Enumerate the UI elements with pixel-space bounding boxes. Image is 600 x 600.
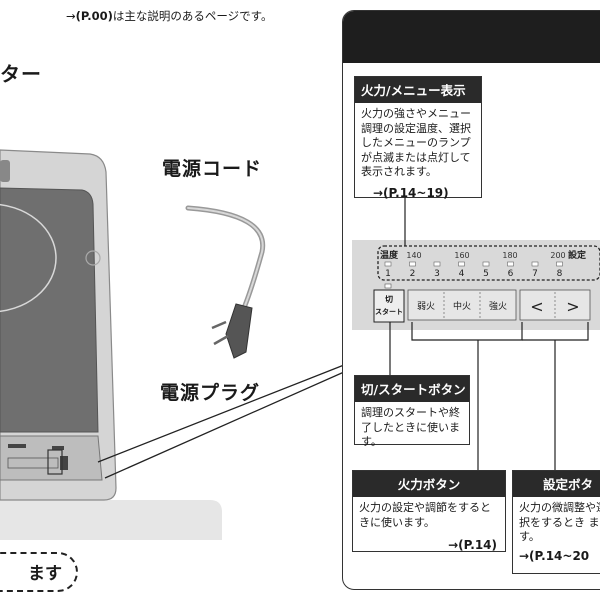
right-arrow-button: > <box>566 297 579 316</box>
level-lamp <box>531 261 539 267</box>
plug-prong-1 <box>211 320 227 330</box>
control-strip: 温度 設定 140 160 180 200 1 2 3 4 5 6 7 8 切 スタート 弱火 中火 強… <box>352 240 600 330</box>
plug-prong-2 <box>213 334 229 346</box>
strip-left-label: 温度 <box>380 249 399 261</box>
temp-label: 140 <box>406 251 421 260</box>
temperature-labels: 140 160 180 200 <box>406 251 565 260</box>
level-numbers: 1 2 3 4 5 6 7 8 <box>385 269 563 279</box>
note-pill: ます <box>0 552 78 592</box>
page-reference-note: →(P.00)は主な説明のあるページです。 <box>66 8 272 24</box>
leader-line-upper <box>97 364 345 463</box>
power-cord-highlight <box>187 207 264 309</box>
power-button-line1: 切 <box>385 294 393 304</box>
level-lamps <box>384 261 563 267</box>
set-callout-title: 設定ボタ <box>513 471 600 497</box>
level-number: 8 <box>557 269 563 279</box>
power-lamp <box>384 283 392 289</box>
level-lamp <box>556 261 563 267</box>
heat-button-label: 強火 <box>489 300 507 312</box>
display-callout: 火力/メニュー表示 火力の強さやメニュー調理の設定温度、選択したメニューのランプ… <box>354 76 482 200</box>
level-number: 5 <box>483 269 489 279</box>
cooktop-base <box>0 500 222 540</box>
cooktop-glass <box>0 187 99 433</box>
display-highlight <box>377 245 600 281</box>
mini-power-button <box>60 456 68 470</box>
level-number: 3 <box>434 269 440 279</box>
set-callout-body: 火力の微調整や選択をするとき ます。 <box>519 501 600 543</box>
mini-button-row <box>7 457 59 469</box>
heat-button-group <box>407 289 517 321</box>
side-marker <box>85 250 101 266</box>
power-callout-body: 調理のスタートや終了したときに使います。 <box>361 406 460 448</box>
heat-callout-title: 火力ボタン <box>353 471 505 497</box>
plug-body <box>225 303 253 359</box>
mini-highlight-box <box>47 449 63 475</box>
heat-button-label: 弱火 <box>417 301 435 312</box>
level-lamp <box>482 261 490 267</box>
power-button-graphic <box>373 289 405 323</box>
power-button-line2: スタート <box>375 307 403 316</box>
power-callout-title: 切/スタートボタン <box>355 376 469 402</box>
set-callout-ref: →(P.14~20 <box>519 548 590 563</box>
panel-header-bar <box>343 11 600 63</box>
temp-label: 200 <box>550 251 565 260</box>
section-heading-fragment: ター <box>0 62 42 86</box>
temp-label: 180 <box>502 251 517 260</box>
display-callout-ref: →(P.14~19) <box>373 185 449 200</box>
temp-label: 160 <box>454 251 469 260</box>
display-callout-body: 火力の強さやメニュー調理の設定温度、選択したメニューのランプが点滅または点灯して… <box>361 107 471 178</box>
level-number: 4 <box>459 269 465 279</box>
cooking-zone-ring <box>0 203 57 313</box>
level-lamp <box>433 261 441 267</box>
mini-indicator-1 <box>8 444 26 448</box>
top-tab <box>0 160 10 182</box>
level-number: 6 <box>508 269 514 279</box>
display-callout-title: 火力/メニュー表示 <box>355 77 481 103</box>
mini-indicator-2 <box>52 446 64 450</box>
power-plug-label: 電源プラグ <box>160 382 261 404</box>
level-number: 7 <box>532 269 538 279</box>
level-number: 1 <box>385 269 391 279</box>
setting-button-callout: 設定ボタ 火力の微調整や選択をするとき ます。 →(P.14~20 <box>512 470 600 574</box>
ref-page: (P.00) <box>75 9 113 23</box>
heat-button-callout: 火力ボタン 火力の設定や調節をするときに使います。 →(P.14) <box>352 470 506 552</box>
heat-button-label: 中火 <box>453 300 471 312</box>
leader-line-lower <box>104 371 345 479</box>
heat-bracket <box>411 322 523 341</box>
heat-button-labels: 弱火 中火 強火 <box>417 300 507 312</box>
power-cord-label: 電源コード <box>162 158 263 180</box>
note-pill-text: ます <box>28 564 62 584</box>
power-button-callout: 切/スタートボタン 調理のスタートや終了したときに使います。 <box>354 375 470 448</box>
ref-arrow: → <box>66 9 76 23</box>
left-arrow-button: < <box>530 297 543 316</box>
set-bracket <box>522 322 589 341</box>
level-number: 2 <box>410 269 416 279</box>
strip-right-label: 設定 <box>568 249 587 261</box>
level-lamp <box>384 261 392 267</box>
level-lamp <box>507 261 514 267</box>
heat-callout-ref: →(P.14) <box>448 538 497 552</box>
level-lamp <box>458 261 465 267</box>
ref-text: は主な説明のあるページです。 <box>112 9 273 23</box>
heat-callout-body: 火力の設定や調節をするときに使います。 <box>359 501 491 529</box>
level-lamp <box>409 261 416 267</box>
